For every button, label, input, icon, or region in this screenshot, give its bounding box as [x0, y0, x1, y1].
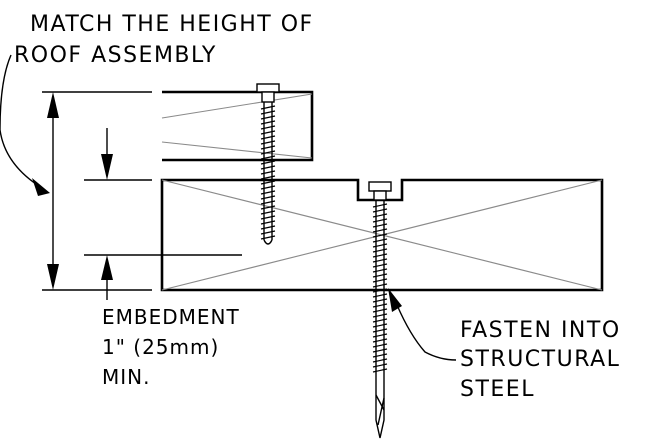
- fasten-label-line2: STRUCTURAL: [460, 347, 620, 372]
- screw-thread: [372, 283, 388, 288]
- screw-thread: [260, 140, 276, 145]
- screw-thread: [372, 368, 388, 373]
- screw-thread: [260, 115, 276, 120]
- screw-thread: [372, 333, 388, 338]
- screw-thread: [372, 298, 388, 303]
- screw-thread: [260, 165, 276, 170]
- screw-thread: [372, 203, 388, 208]
- screw-thread: [260, 150, 276, 155]
- screw-thread: [260, 210, 276, 215]
- screw-thread: [260, 155, 276, 160]
- embedment-label-line1: EMBEDMENT: [102, 305, 240, 329]
- screw-thread: [260, 170, 276, 175]
- embedment-dimension-arrow: [101, 255, 113, 300]
- screw-thread: [372, 238, 388, 243]
- screw-thread: [372, 278, 388, 283]
- screw-thread: [372, 353, 388, 358]
- fasten-label-line3: STEEL: [460, 377, 535, 402]
- screw-thread: [260, 190, 276, 195]
- dimension-extension-lines: [42, 91, 242, 291]
- screw-thread: [372, 338, 388, 343]
- fasten-label-line1: FASTEN INTO: [460, 318, 621, 343]
- screw-thread: [260, 160, 276, 165]
- match-height-label-line2: ROOF ASSEMBLY: [14, 43, 217, 68]
- screw-thread: [372, 308, 388, 313]
- fasten-leader: [396, 304, 457, 361]
- screw-thread: [372, 213, 388, 218]
- screw-thread: [260, 185, 276, 190]
- screw-thread: [260, 125, 276, 130]
- screw-thread: [260, 135, 276, 140]
- screw-thread: [372, 323, 388, 328]
- embedment-label-line3: MIN.: [102, 365, 150, 389]
- screw-thread: [372, 293, 388, 298]
- screw-thread: [372, 208, 388, 213]
- screw-thread: [372, 263, 388, 268]
- screw-thread: [372, 303, 388, 308]
- screw-thread: [372, 273, 388, 278]
- fasten-leader-arrowhead: [388, 288, 402, 312]
- screw-thread: [260, 145, 276, 150]
- upper-screw: [256, 83, 280, 245]
- screw-thread: [260, 220, 276, 225]
- screw-thread: [260, 215, 276, 220]
- screw-thread: [372, 258, 388, 263]
- match-height-leader: [0, 54, 43, 189]
- screw-thread: [260, 110, 276, 115]
- overall-height-dimension: [47, 92, 59, 290]
- screw-thread: [260, 205, 276, 210]
- screw-thread: [260, 195, 276, 200]
- screw-thread: [260, 130, 276, 135]
- screw-thread: [372, 328, 388, 333]
- screw-thread: [372, 343, 388, 348]
- lower-self-drilling-screw: [368, 181, 392, 439]
- screw-thread: [260, 180, 276, 185]
- screw-thread: [260, 175, 276, 180]
- screw-thread: [372, 348, 388, 353]
- screw-thread: [372, 223, 388, 228]
- screw-thread: [372, 313, 388, 318]
- screw-thread: [260, 235, 276, 240]
- upper-insulation-board: [161, 90, 314, 162]
- screw-thread: [372, 253, 388, 258]
- screw-thread: [372, 318, 388, 323]
- screw-thread: [372, 288, 388, 293]
- screw-thread: [372, 268, 388, 273]
- screw-thread: [372, 228, 388, 233]
- screw-thread: [260, 230, 276, 235]
- screw-thread: [372, 218, 388, 223]
- match-height-label-line1: MATCH THE HEIGHT OF: [30, 12, 314, 37]
- screw-thread: [260, 200, 276, 205]
- screw-thread: [372, 248, 388, 253]
- screw-thread: [260, 120, 276, 125]
- screw-thread: [260, 105, 276, 110]
- screw-thread: [372, 363, 388, 368]
- screw-thread: [372, 358, 388, 363]
- upper-board-depth-arrow: [101, 128, 113, 180]
- screw-thread: [372, 243, 388, 248]
- embedment-label-line2: 1" (25mm): [102, 335, 219, 359]
- match-height-leader-arrowhead: [32, 178, 50, 196]
- screw-thread: [260, 225, 276, 230]
- screw-thread: [372, 233, 388, 238]
